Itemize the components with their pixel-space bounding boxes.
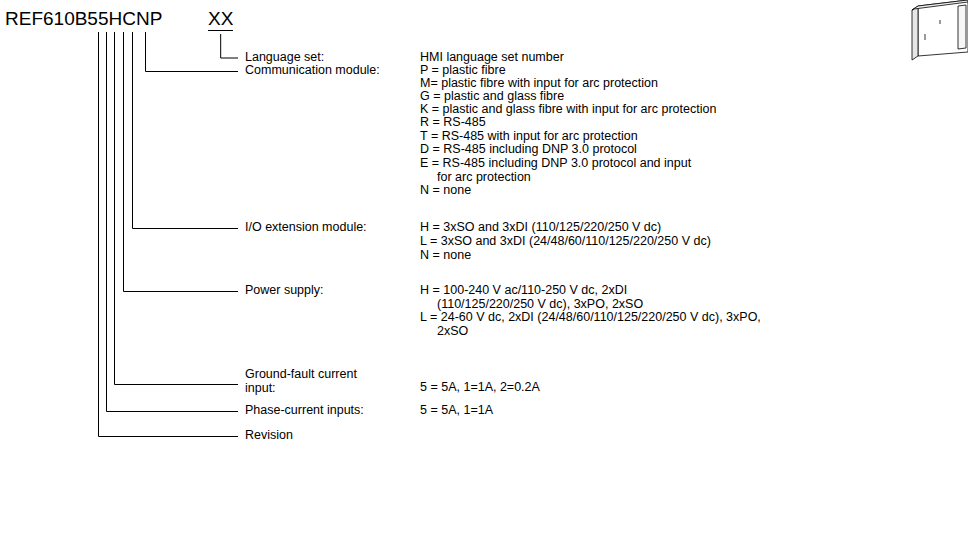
option-text: K = plastic and glass fibre with input f… [420,103,716,117]
field-name: I/O extension module: [245,221,367,235]
field-name: Phase-current inputs: [245,404,364,418]
device-illustration [912,0,968,60]
leader-line [133,32,239,229]
option-text: E = RS-485 including DNP 3.0 protocol an… [420,157,699,184]
option-text: N = none [420,184,471,198]
option-text: H = 100-240 V ac/110-250 V dc, 2xDI (110… [420,284,669,311]
option-text: L = 24-60 V dc, 2xDI (24/48/60/110/125/2… [420,311,777,338]
field-name: Power supply: [245,284,324,298]
option-text: G = plastic and glass fibre [420,90,564,104]
option-text: N = none [420,249,471,263]
option-text: H = 3xSO and 3xDI (110/125/220/250 V dc) [420,221,661,235]
order-code: REF610B55HCNP [5,8,162,30]
leader-line [99,32,239,437]
leader-line [115,32,239,385]
field-name: Revision [245,429,293,443]
leader-line [221,34,238,58]
option-text: T = RS-485 with input for arc protection [420,130,638,144]
option-text: R = RS-485 [420,116,486,130]
leader-lines [99,32,239,437]
field-name: Language set: [245,51,324,65]
option-text: D = RS-485 including DNP 3.0 protocol [420,143,637,157]
leader-line [146,32,239,72]
option-text: P = plastic fibre [420,64,506,78]
option-text: L = 3xSO and 3xDI (24/48/60/110/125/220/… [420,235,711,249]
option-text: 5 = 5A, 1=1A, 2=0.2A [420,381,540,395]
option-text: HMI language set number [420,51,564,65]
language-code: XX [208,8,233,31]
field-name: Ground-fault current input: [245,368,370,395]
option-text: 5 = 5A, 1=1A [420,404,493,418]
leader-line [124,32,239,292]
leader-line [107,32,239,412]
field-name: Communication module: [245,64,380,78]
option-text: M= plastic fibre with input for arc prot… [420,77,658,91]
